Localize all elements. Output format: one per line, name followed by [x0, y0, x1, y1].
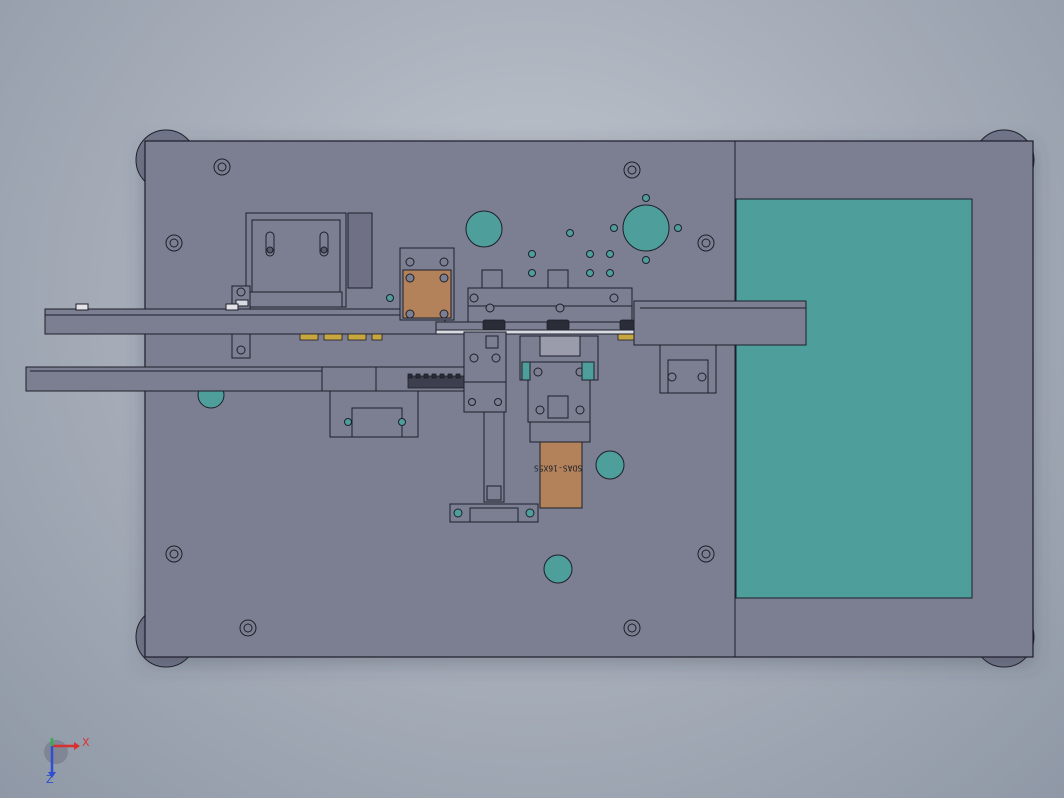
- teal-bores: [197, 194, 682, 584]
- mounting-holes: [165, 158, 715, 637]
- bronze-bearing-block[interactable]: [399, 247, 455, 321]
- vertical-carriage[interactable]: [449, 331, 539, 523]
- coordinate-triad[interactable]: X Z: [44, 736, 90, 786]
- right-rail[interactable]: [633, 300, 807, 394]
- motor-block[interactable]: [245, 212, 373, 308]
- gear-rack: [407, 373, 465, 389]
- triad-origin: [44, 740, 68, 764]
- triad-z-label: Z: [46, 773, 54, 786]
- teal-panel[interactable]: [735, 198, 973, 599]
- slide-assembly[interactable]: [435, 269, 635, 335]
- lower-rail[interactable]: [25, 366, 467, 438]
- triad-x-label: X: [82, 736, 90, 749]
- cylinder-part-label: SDAS-16X5S: [534, 464, 582, 473]
- yellow-parts: [299, 329, 635, 341]
- cylinder-assembly[interactable]: [519, 335, 599, 509]
